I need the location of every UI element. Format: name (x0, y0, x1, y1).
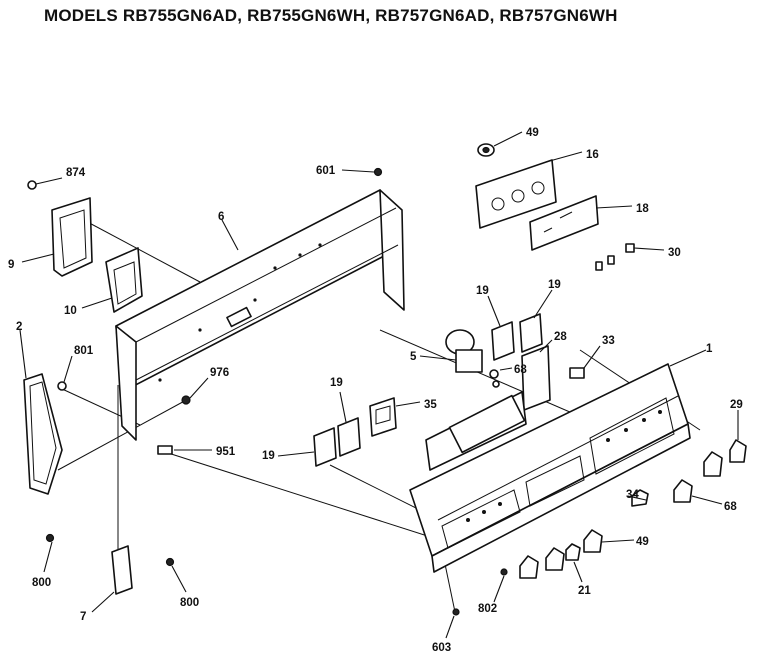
callout-800-right: 800 (180, 597, 199, 609)
part-800-screw-right (165, 557, 187, 593)
part-49-knob-insert (477, 131, 523, 157)
part-7-bracket (91, 545, 133, 613)
part-16-clock-timer (475, 151, 583, 229)
part-9-bracket (21, 197, 93, 277)
callout-601: 601 (316, 165, 336, 177)
callout-30: 30 (668, 247, 681, 259)
part-30-clips (595, 243, 665, 271)
callout-7: 7 (80, 611, 86, 623)
callout-10: 10 (64, 305, 77, 317)
part-2-side-trim (19, 329, 63, 495)
part-603-screw (445, 608, 460, 639)
callout-19-mid: 19 (330, 377, 343, 389)
callout-951: 951 (216, 446, 236, 458)
callout-2: 2 (16, 321, 22, 333)
callout-68-upper: 68 (514, 364, 527, 376)
part-6-backguard-frame (115, 189, 405, 441)
callout-28: 28 (554, 331, 567, 343)
part-19-switch-low (277, 427, 337, 467)
callout-29: 29 (730, 399, 743, 411)
part-874-screw (27, 177, 63, 190)
callout-49-lower: 49 (636, 536, 649, 548)
callout-18: 18 (636, 203, 649, 215)
callout-1: 1 (706, 343, 713, 355)
part-29-knob (729, 410, 747, 463)
part-35-switch (369, 397, 421, 437)
control-board (425, 391, 527, 471)
part-33-switch (569, 345, 601, 379)
part-5-infinite-switch (419, 329, 483, 373)
callout-19-top-right: 19 (548, 279, 561, 291)
callout-labels: 874 9 10 6 601 2 801 976 951 800 7 800 6… (8, 127, 743, 654)
part-951-clip (157, 445, 212, 455)
part-801-screw (57, 355, 73, 391)
diagram-title: MODELS RB755GN6AD, RB755GN6WH, RB757GN6A… (44, 6, 618, 25)
callout-9: 9 (8, 259, 14, 271)
part-18-clock-lens (529, 195, 633, 251)
callout-35: 35 (424, 399, 437, 411)
part-19-switch-top-right (519, 289, 553, 353)
callout-603: 603 (432, 642, 451, 654)
callout-800-left: 800 (32, 577, 51, 589)
part-68-upper (489, 367, 513, 388)
part-28-bracket (521, 339, 553, 411)
part-34-knob (627, 489, 649, 507)
part-19-switch-top-left (487, 295, 515, 361)
callout-874: 874 (66, 167, 86, 179)
callout-16: 16 (586, 149, 599, 161)
callout-5: 5 (410, 351, 417, 363)
callout-801: 801 (74, 345, 94, 357)
part-19-switch-mid (337, 391, 361, 457)
callout-6: 6 (218, 211, 224, 223)
part-976-nut (181, 377, 209, 405)
callout-21: 21 (578, 585, 591, 597)
part-68-knob-b (673, 479, 723, 505)
part-800-screw-left (43, 533, 55, 573)
part-68-knob-a (703, 451, 723, 477)
callout-976: 976 (210, 367, 229, 379)
callout-802: 802 (478, 603, 497, 615)
part-21-knob (565, 543, 583, 583)
callout-33: 33 (602, 335, 615, 347)
callout-19-low: 19 (262, 450, 275, 462)
part-49-knob (583, 529, 635, 553)
callout-49-top: 49 (526, 127, 539, 139)
part-knob-lower (519, 547, 565, 579)
callout-34: 34 (626, 489, 639, 501)
part-10-end-cap (81, 247, 143, 313)
part-601-screw (341, 167, 383, 177)
callout-19-top-left: 19 (476, 285, 489, 297)
part-802-screw (493, 568, 508, 603)
callout-68-lower: 68 (724, 501, 737, 513)
part-1-control-panel (409, 349, 707, 573)
